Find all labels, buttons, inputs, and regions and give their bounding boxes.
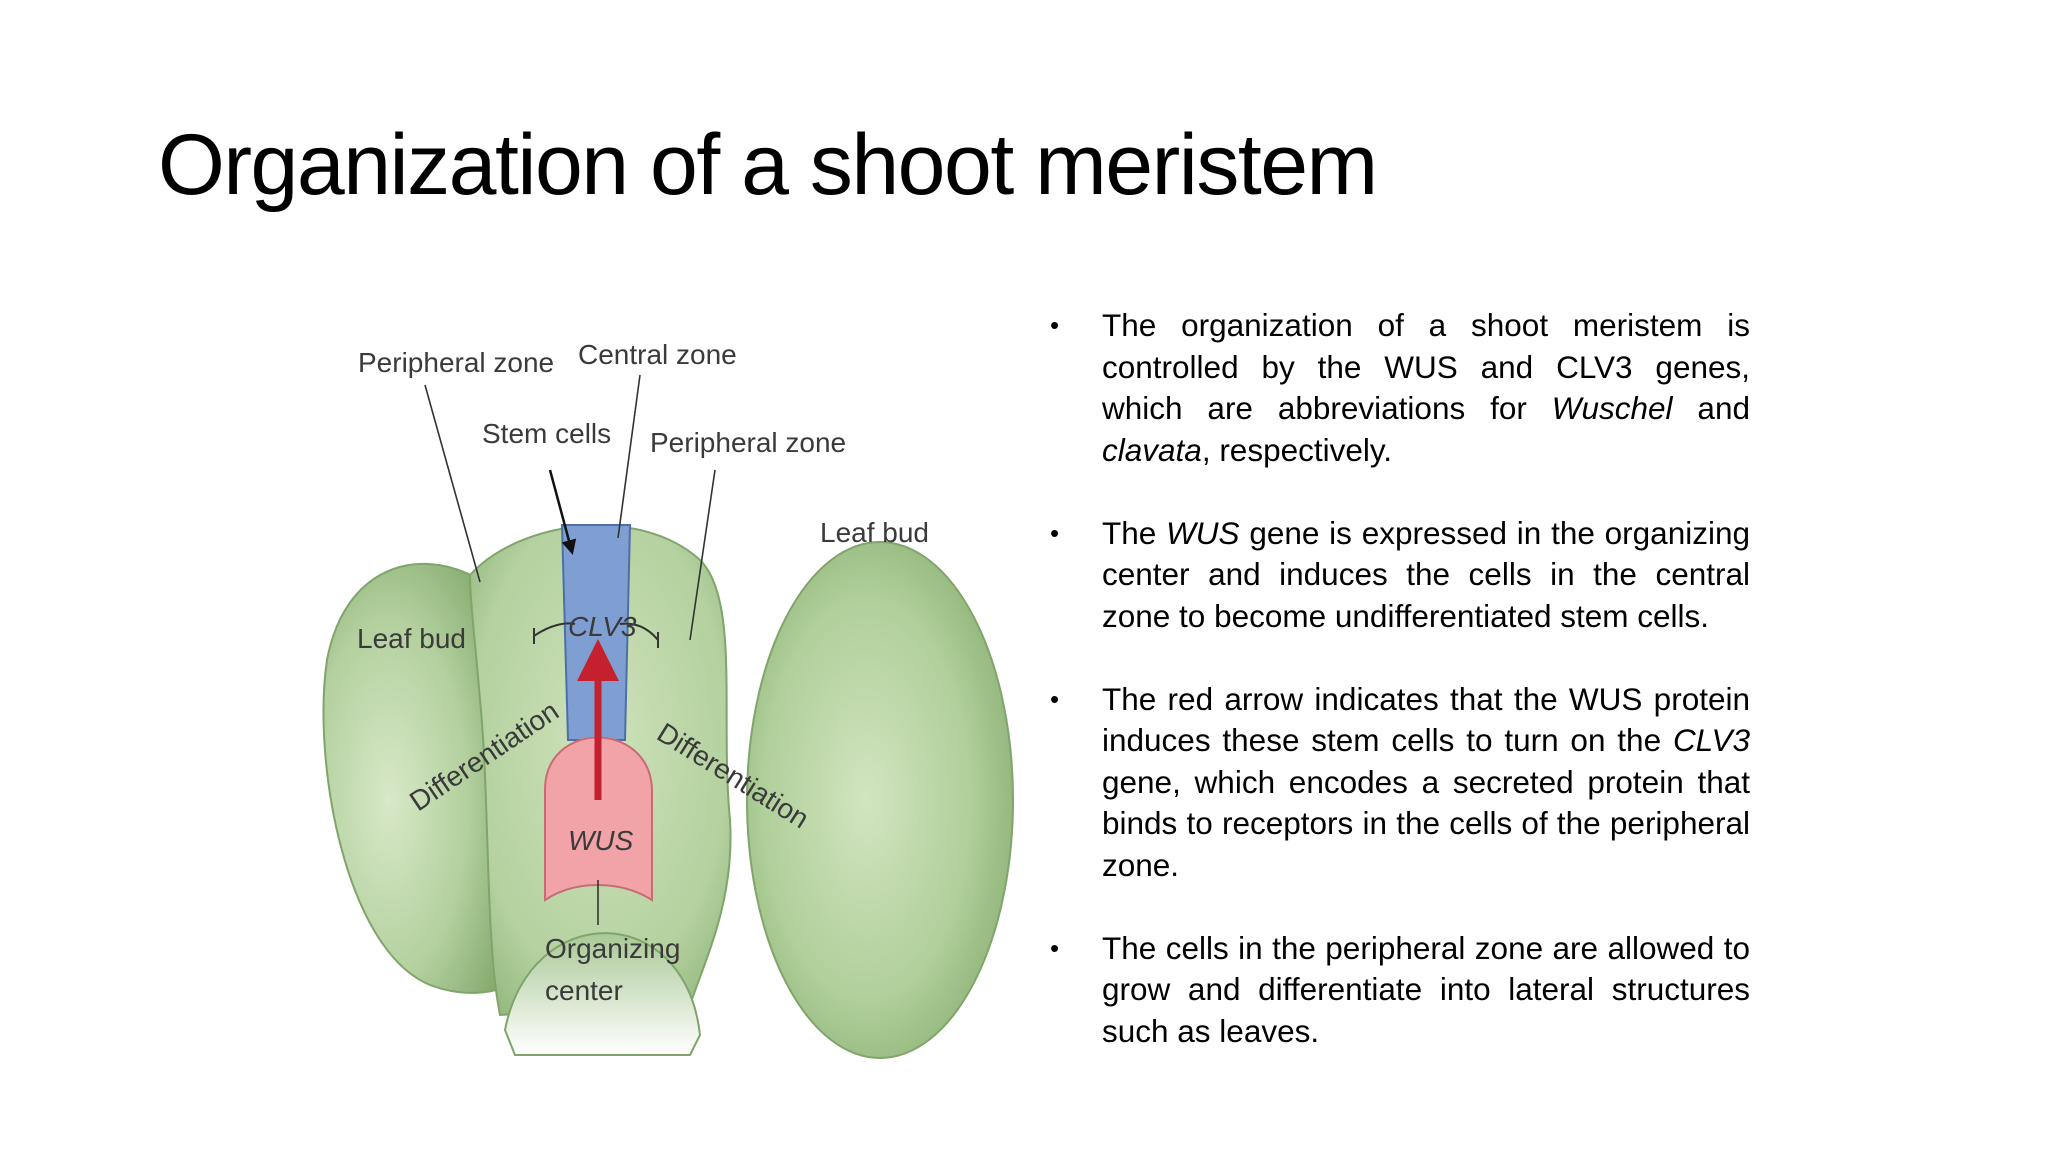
label-leaf-bud-right: Leaf bud xyxy=(820,517,929,548)
label-peripheral-zone-left: Peripheral zone xyxy=(358,347,554,378)
bullet-1-clavata: clavata xyxy=(1102,431,1202,468)
bullet-1-wuschel: Wuschel xyxy=(1551,390,1673,426)
leader-peripheral-right xyxy=(689,469,716,641)
bullet-item: The organization of a shoot meristem is … xyxy=(1050,305,1750,471)
bullet-item: The cells in the peripheral zone are all… xyxy=(1050,928,1750,1053)
bullet-2-wus: WUS xyxy=(1166,514,1240,551)
label-central-zone: Central zone xyxy=(578,339,737,370)
bullet-list: The organization of a shoot meristem is … xyxy=(1050,305,1750,1094)
bullet-2-text-a: The xyxy=(1102,514,1167,551)
left-leaf-bud-shape xyxy=(322,562,512,994)
bullet-1-text-b: and xyxy=(1672,390,1750,426)
label-center: center xyxy=(545,975,623,1006)
label-peripheral-zone-right: Peripheral zone xyxy=(650,427,846,458)
bullet-item: The WUS gene is expressed in the organiz… xyxy=(1050,513,1750,638)
slide-title: Organization of a shoot meristem xyxy=(158,117,1378,213)
shoot-meristem-diagram: Peripheral zone Central zone Stem cells … xyxy=(310,320,1030,1080)
meristem-illustration: Peripheral zone Central zone Stem cells … xyxy=(322,339,1014,1059)
clv3-inhibition-bracket xyxy=(533,622,576,637)
label-stem-cells: Stem cells xyxy=(482,418,611,449)
wus-zone-shape xyxy=(544,736,653,902)
clv3-inhibition-bracket-right xyxy=(619,622,659,641)
label-organizing: Organizing xyxy=(545,933,680,964)
bullet-3-text-a: The red arrow indicates that the WUS pro… xyxy=(1102,680,1750,759)
bullet-3-clv3: CLV3 xyxy=(1672,722,1750,758)
leader-stem-cells xyxy=(548,469,577,555)
bullet-1-text-a: The organization of a shoot meristem is … xyxy=(1102,307,1750,426)
bullet-item: The red arrow indicates that the WUS pro… xyxy=(1050,679,1750,887)
clv3-zone-shape xyxy=(560,524,632,741)
right-leaf-bud-shape xyxy=(746,541,1014,1059)
leader-peripheral-left xyxy=(424,384,481,583)
leader-central-zone xyxy=(617,374,641,539)
bullet-3-text-b: gene, which encodes a secreted protein t… xyxy=(1102,763,1750,883)
bullet-1-text-c: , respectively. xyxy=(1201,431,1393,468)
bullet-4-text: The cells in the peripheral zone are all… xyxy=(1102,929,1750,1049)
bullet-2-text-b: gene is expressed in the organizing cent… xyxy=(1102,514,1751,634)
label-clv3: CLV3 xyxy=(568,611,637,642)
label-wus: WUS xyxy=(568,825,634,856)
label-leaf-bud-left: Leaf bud xyxy=(357,623,466,654)
organizing-center-shape xyxy=(503,932,702,1056)
